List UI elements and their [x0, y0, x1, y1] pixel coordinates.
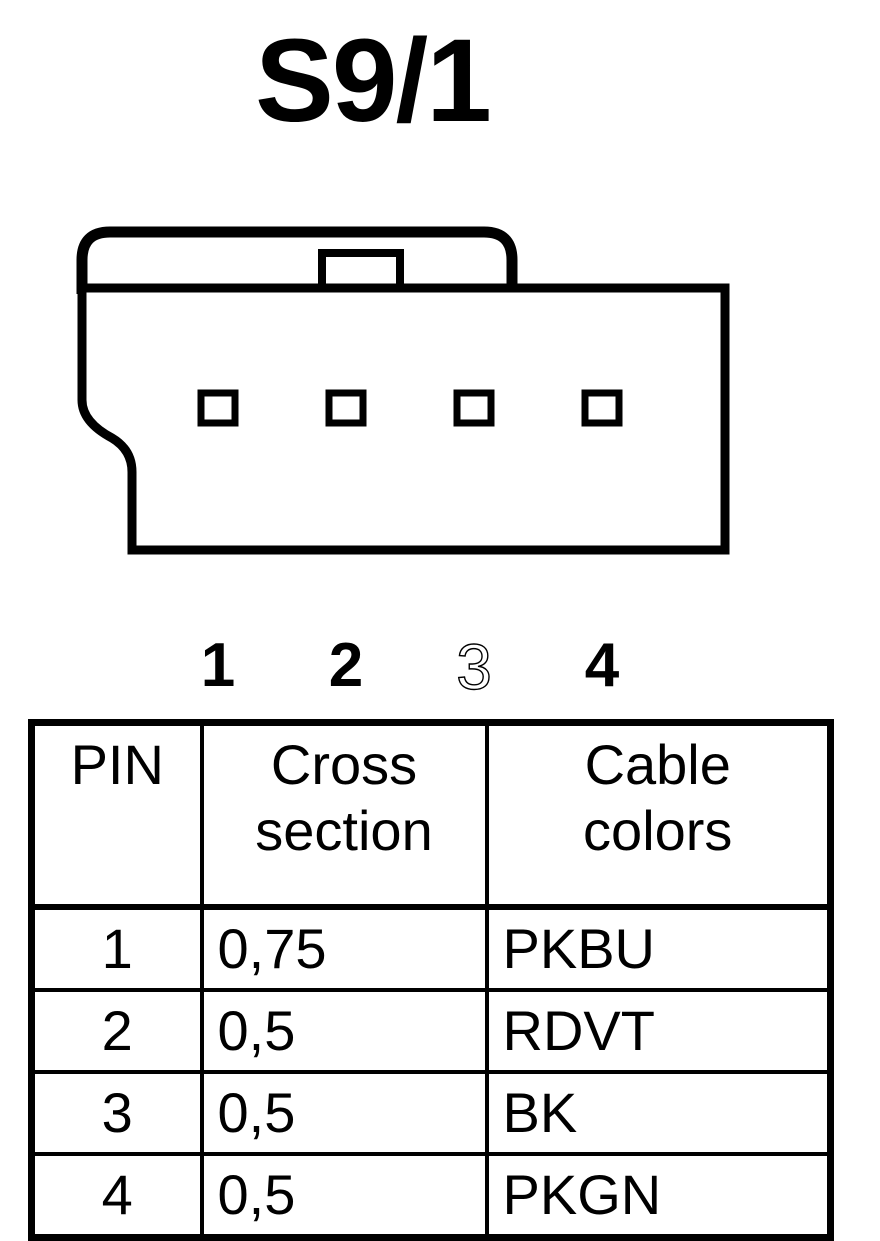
header-cross-section: Cross section: [199, 720, 489, 910]
table-row: 1 0,75 PKBU: [29, 905, 833, 992]
row-1-cross-section: 0,75: [199, 905, 489, 992]
row-2-pin: 2: [29, 988, 204, 1074]
connector-diagram: 1 2 3 4: [0, 210, 880, 700]
pin-label-2: 2: [328, 631, 364, 700]
page-title: S9/1: [255, 15, 492, 147]
header-cable-colors: Cable colors: [484, 720, 833, 910]
pin-assignment-table: PIN Cross section Cable colors 1 0,75 PK…: [28, 719, 834, 1241]
pin-cavity-4: [581, 389, 623, 427]
latch-band: [76, 226, 518, 294]
pin-cavity-2: [325, 389, 367, 427]
table-row: 2 0,5 RDVT: [29, 988, 833, 1074]
connector-housing-svg: [76, 226, 730, 555]
housing-body-outline: [77, 283, 730, 555]
header-cable-colors-line1: Cable: [584, 733, 731, 796]
row-1-pin: 1: [29, 905, 204, 992]
row-3-cable-colors: BK: [484, 1070, 833, 1156]
table-row: 3 0,5 BK: [29, 1070, 833, 1156]
header-pin-text: PIN: [70, 733, 164, 796]
row-4-cable-colors: PKGN: [484, 1152, 833, 1241]
table-row: 4 0,5 PKGN: [29, 1152, 833, 1241]
pin-label-4: 4: [584, 631, 620, 700]
pin-cavity-1: [197, 389, 239, 427]
row-1-cable-colors: PKBU: [484, 905, 833, 992]
pin-label-1: 1: [200, 631, 236, 700]
row-2-cable-colors: RDVT: [484, 988, 833, 1074]
pin-cavity-3: [453, 389, 495, 427]
header-cross-section-line2: section: [255, 799, 433, 863]
row-4-cross-section: 0,5: [199, 1152, 489, 1241]
row-3-cross-section: 0,5: [199, 1070, 489, 1156]
latch-tab-notch: [318, 249, 404, 288]
housing-body-fill: [82, 288, 725, 550]
row-2-cross-section: 0,5: [199, 988, 489, 1074]
pin-label-3: 3: [456, 631, 493, 703]
header-pin: PIN: [29, 720, 204, 910]
header-cross-section-line1: Cross: [270, 733, 418, 796]
row-4-pin: 4: [29, 1152, 204, 1241]
row-3-pin: 3: [29, 1070, 204, 1156]
table-header-row: PIN Cross section Cable colors: [29, 720, 833, 910]
header-cable-colors-line2: colors: [583, 799, 733, 863]
